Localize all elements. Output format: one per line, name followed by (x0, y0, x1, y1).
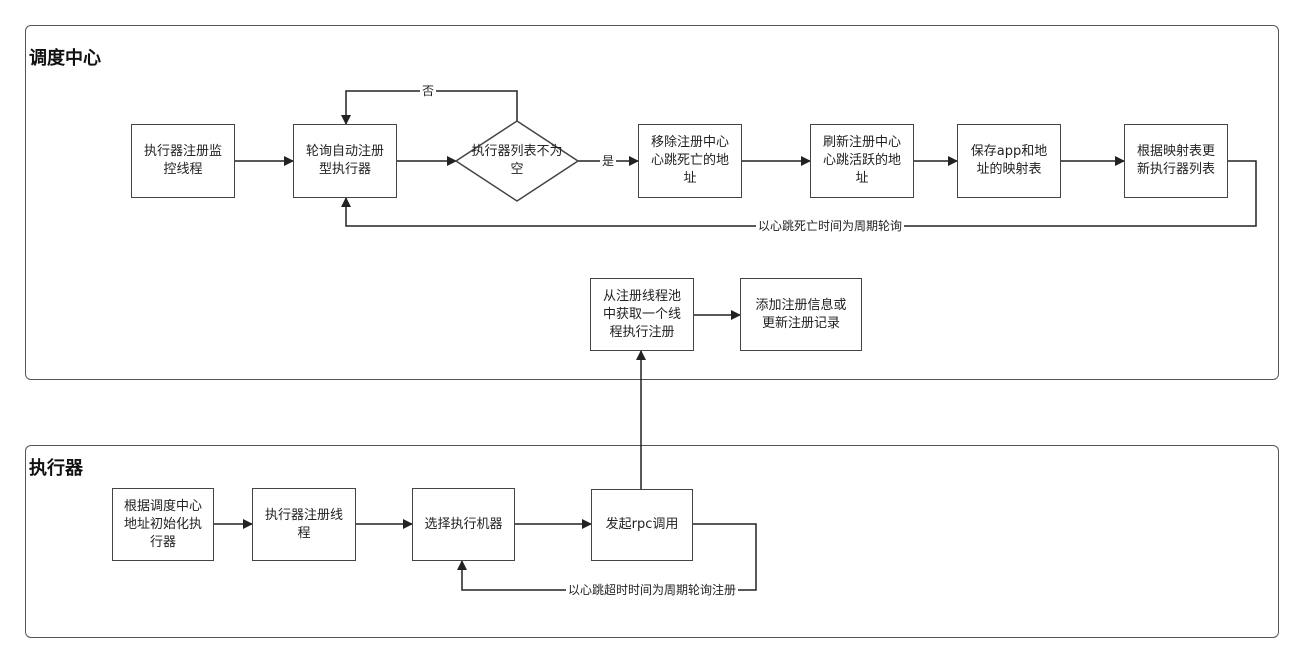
node-poll-auto-reg: 轮询自动注册型执行器 (293, 124, 397, 198)
edge-label-yes: 是 (600, 154, 617, 168)
node-remove-dead: 移除注册中心心跳死亡的地址 (638, 124, 742, 198)
node-refresh-alive: 刷新注册中心心跳活跃的地址 (810, 124, 914, 198)
node-get-thread: 从注册线程池中获取一个线程执行注册 (590, 278, 694, 351)
node-update-list: 根据映射表更新执行器列表 (1124, 124, 1228, 198)
node-init-executor: 根据调度中心地址初始化执行器 (112, 488, 214, 561)
node-decision-not-empty: 执行器列表不为空 (471, 144, 563, 177)
node-select-machine: 选择执行机器 (412, 488, 515, 561)
edge-label-poll-by-dead-time: 以心跳死亡时间为周期轮询 (756, 219, 905, 233)
scheduler-panel-title: 调度中心 (29, 48, 101, 69)
executor-panel-title: 执行器 (29, 458, 83, 479)
edge-label-no: 否 (420, 84, 437, 98)
node-rpc-call: 发起rpc调用 (591, 489, 693, 561)
edge-label-poll-register-timeout: 以心跳超时时间为周期轮询注册 (566, 583, 739, 597)
node-reg-thread: 执行器注册线程 (252, 488, 356, 561)
node-add-update-reg: 添加注册信息或更新注册记录 (740, 278, 862, 351)
node-save-mapping: 保存app和地址的映射表 (957, 124, 1061, 198)
node-exec-reg-monitor: 执行器注册监控线程 (131, 124, 235, 198)
